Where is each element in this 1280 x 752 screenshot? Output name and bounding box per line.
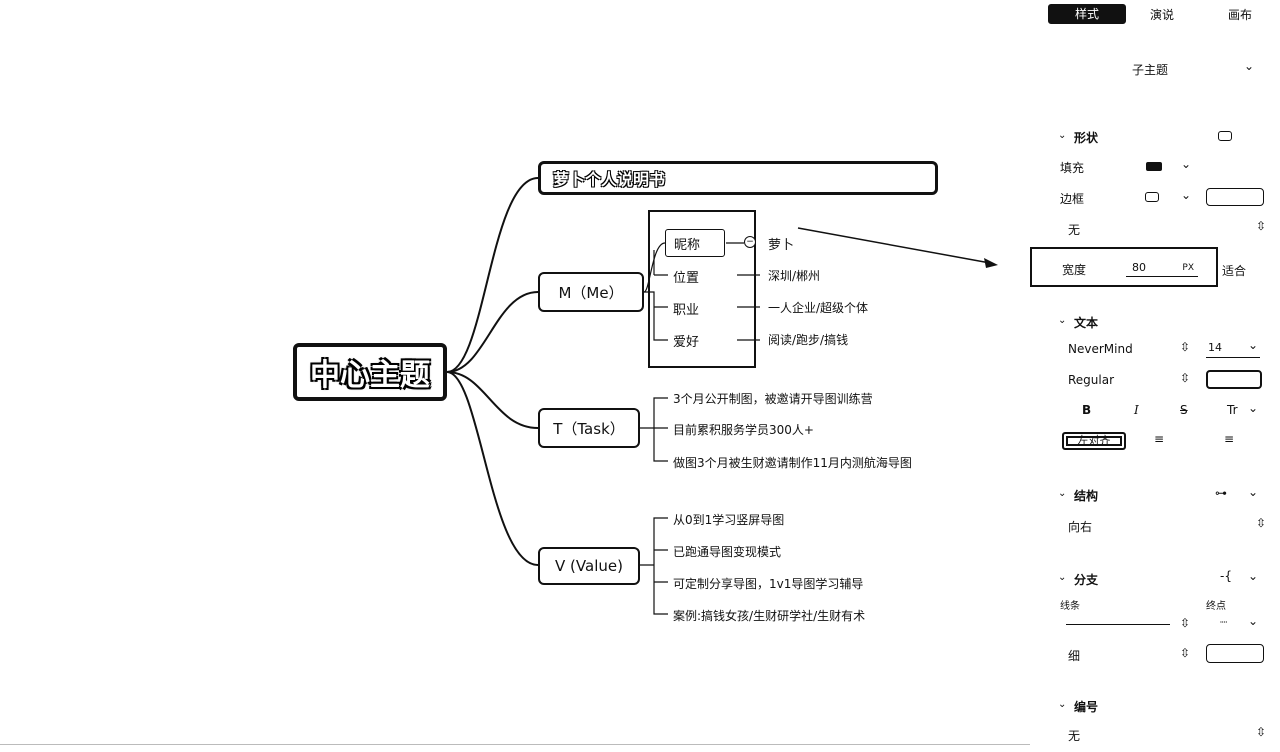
shape-rectangle-icon[interactable] [1218, 131, 1232, 141]
value-item[interactable]: 从0到1学习竖屏导图 [673, 513, 785, 527]
topic-type-dropdown[interactable]: 子主题 [1132, 63, 1169, 77]
nickname-value[interactable]: 萝卜 [768, 238, 795, 253]
subtopic-hobby[interactable]: 爱好 [673, 335, 700, 350]
occupation-value[interactable]: 一人企业/超级个体 [768, 301, 869, 315]
updown-icon[interactable]: ⇳ [1180, 340, 1191, 354]
chevron-down-icon[interactable]: ⌄ [1248, 485, 1259, 499]
line-thickness-select[interactable]: 细 [1068, 649, 1081, 663]
chevron-down-icon[interactable]: ⌄ [1248, 614, 1259, 628]
value-item[interactable]: 可定制分享导图，1v1导图学习辅导 [673, 577, 864, 591]
border-color-box[interactable] [1206, 188, 1264, 206]
branch-me[interactable]: M（Me） [538, 272, 644, 312]
tab-canvas[interactable]: 画布 [1228, 8, 1253, 22]
chevron-down-icon[interactable]: ⌄ [1244, 59, 1255, 73]
align-left-button[interactable]: 左对齐 [1062, 432, 1126, 450]
central-topic[interactable]: 中心主题 [293, 343, 447, 401]
line-label: 线条 [1060, 601, 1080, 612]
chevron-down-icon[interactable]: ⌄ [1058, 699, 1067, 710]
width-input[interactable]: 80 PX [1126, 259, 1198, 277]
task-item[interactable]: 3个月公开制图，被邀请开导图训练营 [673, 392, 873, 406]
subtopic-location[interactable]: 位置 [673, 271, 700, 286]
fit-button[interactable]: 适合 [1222, 264, 1247, 278]
branch-task[interactable]: T（Task） [538, 408, 640, 448]
chevron-down-icon[interactable]: ⌄ [1181, 188, 1192, 202]
branch-me-label: M（Me） [558, 283, 624, 302]
central-topic-label: 中心主题 [310, 358, 430, 393]
numbering-select[interactable]: 无 [1068, 729, 1081, 743]
updown-icon[interactable]: ⇳ [1256, 219, 1267, 233]
width-label: 宽度 [1062, 263, 1087, 277]
canvas-scrollbar[interactable] [0, 744, 1030, 745]
text-transform-button[interactable]: Tr [1227, 403, 1238, 417]
border-line-select[interactable]: 无 [1068, 223, 1081, 237]
chevron-down-icon[interactable]: ⌄ [1058, 572, 1067, 583]
align-left-label: 左对齐 [1077, 434, 1111, 447]
chevron-down-icon: ⌄ [1247, 338, 1258, 352]
chevron-down-icon[interactable]: ⌄ [1058, 315, 1067, 326]
subtopic-nickname[interactable]: 昵称 [665, 229, 725, 257]
branch-task-label: T（Task） [553, 419, 625, 438]
structure-direction-select[interactable]: 向右 [1068, 520, 1093, 534]
fill-color-swatch[interactable] [1146, 162, 1162, 171]
fill-label: 填充 [1060, 161, 1085, 175]
updown-icon[interactable]: ⇳ [1180, 371, 1191, 385]
structure-icon[interactable]: ⊶ [1215, 486, 1227, 500]
line-end-select[interactable]: ┈ [1220, 615, 1228, 629]
chevron-down-icon[interactable]: ⌄ [1248, 569, 1259, 583]
numbering-section-title: 编号 [1074, 700, 1099, 714]
align-center-icon[interactable]: ≡ [1154, 432, 1165, 446]
width-value: 80 [1132, 261, 1146, 274]
updown-icon[interactable]: ⇳ [1180, 616, 1191, 630]
subtopic-occupation[interactable]: 职业 [673, 303, 700, 318]
font-size-value: 14 [1208, 341, 1222, 354]
connector-lines [446, 177, 998, 615]
value-item[interactable]: 案例:搞钱女孩/生财研学社/生财有术 [673, 609, 866, 623]
chevron-down-icon[interactable]: ⌄ [1058, 488, 1067, 499]
shape-section-title: 形状 [1074, 131, 1099, 145]
align-right-icon[interactable]: ≡ [1224, 432, 1235, 446]
chevron-down-icon[interactable]: ⌄ [1248, 401, 1259, 415]
tab-style[interactable]: 样式 [1048, 4, 1126, 24]
task-item[interactable]: 目前累积服务学员300人+ [673, 423, 814, 437]
width-setting-highlight: 宽度 80 PX [1030, 247, 1218, 287]
info-title-node[interactable]: 萝卜个人说明书 [538, 161, 938, 195]
hobby-value[interactable]: 阅读/跑步/搞钱 [768, 333, 849, 347]
mindmap-canvas[interactable]: 中心主题 萝卜个人说明书 M（Me） 昵称 − 萝卜 位置 深圳/郴州 职业 一… [0, 0, 1030, 752]
chevron-down-icon[interactable]: ⌄ [1058, 130, 1067, 141]
strikethrough-button[interactable]: S [1180, 403, 1188, 417]
font-weight-select[interactable]: Regular [1068, 373, 1115, 387]
font-size-select[interactable]: 14 ⌄ [1206, 338, 1260, 358]
text-section-title: 文本 [1074, 316, 1099, 330]
subtopic-nickname-label: 昵称 [674, 237, 701, 253]
font-family-select[interactable]: NeverMind [1068, 342, 1133, 356]
line-style-select[interactable] [1066, 624, 1170, 625]
collapse-toggle-icon[interactable]: − [744, 236, 756, 248]
format-panel: 样式 演说 画布 子主题 ⌄ ⌄ 形状 填充 ⌄ 边框 ⌄ 无 ⇳ 宽度 80 … [1030, 0, 1280, 752]
end-label: 终点 [1206, 601, 1226, 612]
text-color-box[interactable] [1206, 370, 1262, 389]
me-summary-frame [648, 210, 756, 368]
panel-tabs: 样式 演说 画布 [1030, 4, 1280, 24]
branch-style-icon[interactable]: -{ [1220, 569, 1232, 583]
border-style-icon[interactable] [1145, 192, 1159, 202]
structure-section-title: 结构 [1074, 489, 1099, 503]
width-unit: PX [1182, 263, 1194, 273]
tab-presentation[interactable]: 演说 [1150, 8, 1175, 22]
line-color-box[interactable] [1206, 644, 1264, 663]
branch-section-title: 分支 [1074, 573, 1099, 587]
updown-icon[interactable]: ⇳ [1180, 646, 1191, 660]
task-item[interactable]: 做图3个月被生财邀请制作11月内测航海导图 [673, 456, 912, 470]
bold-button[interactable]: B [1082, 403, 1092, 417]
value-item[interactable]: 已跑通导图变现模式 [673, 545, 782, 559]
updown-icon[interactable]: ⇳ [1256, 516, 1267, 530]
chevron-down-icon[interactable]: ⌄ [1181, 157, 1192, 171]
info-title-label: 萝卜个人说明书 [553, 170, 666, 189]
branch-value-label: V (Value) [555, 557, 623, 575]
branch-value[interactable]: V (Value) [538, 547, 640, 585]
italic-button[interactable]: I [1134, 403, 1139, 417]
location-value[interactable]: 深圳/郴州 [768, 269, 821, 283]
updown-icon[interactable]: ⇳ [1256, 725, 1267, 739]
border-label: 边框 [1060, 192, 1085, 206]
